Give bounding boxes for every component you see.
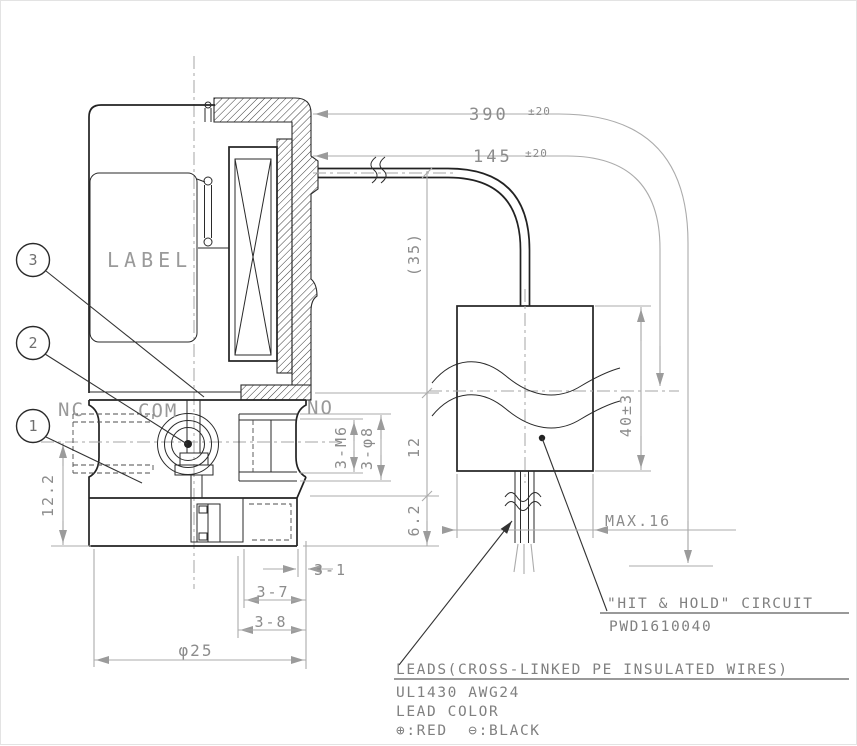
lead-wires-below bbox=[504, 471, 542, 574]
circuit-note: "HIT & HOLD" CIRCUIT PWD1610040 bbox=[600, 596, 849, 635]
leads-polarity-text: ⊕:RED ⊖:BLACK bbox=[396, 723, 541, 739]
dims-bottom: 3-1 3-7 3-8 φ25 bbox=[93, 541, 347, 669]
dim-max16: MAX.16 bbox=[441, 474, 736, 538]
balloon-1: 1 bbox=[15, 408, 143, 484]
break-wave-upper bbox=[431, 361, 621, 396]
flange-hatched-bar bbox=[240, 384, 312, 401]
dim-145-text: 145 bbox=[473, 147, 513, 167]
balloon-3-number: 3 bbox=[28, 251, 37, 269]
wire-break-mark bbox=[504, 492, 542, 502]
label-plate: LABEL bbox=[89, 172, 198, 343]
valve-body-lower bbox=[41, 399, 346, 547]
dim-3M6-3phi8: 3-M6 3-φ8 bbox=[300, 413, 391, 482]
plunger-pin bbox=[196, 101, 229, 249]
circuit-title-text: "HIT & HOLD" CIRCUIT bbox=[607, 596, 814, 612]
dim-stack-35-12-62: (35) 12 6.2 bbox=[303, 167, 439, 547]
port-label-nc: NC bbox=[58, 399, 85, 421]
dim-122-text: 12.2 bbox=[39, 473, 57, 517]
cable-break-mark bbox=[370, 156, 378, 184]
dim-122: 12.2 bbox=[39, 443, 91, 547]
valve-stem bbox=[174, 400, 214, 498]
dim-max16-text: MAX.16 bbox=[605, 512, 671, 530]
dim-390-tol: ±20 bbox=[528, 105, 551, 118]
nc-port-hidden bbox=[72, 413, 154, 474]
coil bbox=[228, 146, 278, 362]
balloon-2: 2 bbox=[15, 325, 188, 445]
no-port-bore bbox=[238, 413, 297, 482]
hit-and-hold-circuit-box bbox=[429, 289, 679, 612]
break-wave-lower bbox=[431, 394, 621, 429]
dim-35-text: (35) bbox=[405, 232, 423, 276]
bottom-port-boss bbox=[190, 497, 292, 543]
dim-145: 145 ±20 bbox=[313, 147, 665, 386]
lead-cable bbox=[313, 156, 531, 306]
dim-37-text: 3-7 bbox=[256, 583, 289, 601]
dim-3phi8-text: 3-φ8 bbox=[358, 426, 376, 470]
dim-38-text: 3-8 bbox=[254, 613, 287, 631]
dim-390-text: 390 bbox=[469, 105, 509, 125]
circuit-pn-text: PWD1610040 bbox=[609, 619, 712, 635]
dim-phi25-text: φ25 bbox=[179, 641, 214, 660]
dim-40-text: 40±3 bbox=[617, 393, 635, 437]
dim-3M6-text: 3-M6 bbox=[332, 425, 350, 469]
port-label-no: NO bbox=[307, 397, 334, 419]
dim-390: 390 ±20 bbox=[313, 105, 713, 567]
balloon-3: 3 bbox=[15, 242, 205, 398]
dim-12-text: 12 bbox=[405, 436, 423, 458]
solenoid-housing: LABEL bbox=[88, 56, 319, 589]
balloon-2-number: 2 bbox=[28, 334, 37, 352]
dim-62-text: 6.2 bbox=[405, 503, 423, 536]
leads-spec-text: UL1430 AWG24 bbox=[396, 685, 520, 701]
dim-40: 40±3 bbox=[595, 305, 651, 472]
dim-145-tol: ±20 bbox=[525, 147, 548, 160]
dim-31-text: 3-1 bbox=[314, 561, 347, 579]
port-label-com: COM bbox=[138, 400, 178, 422]
label-plate-text: LABEL bbox=[107, 248, 192, 272]
leads-color-title-text: LEAD COLOR bbox=[396, 704, 499, 720]
leads-title-text: LEADS(CROSS-LINKED PE INSULATED WIRES) bbox=[396, 662, 789, 678]
leads-note: LEADS(CROSS-LINKED PE INSULATED WIRES) U… bbox=[394, 520, 849, 739]
balloon-1-number: 1 bbox=[28, 417, 37, 435]
yoke-inner-plate bbox=[276, 138, 293, 374]
